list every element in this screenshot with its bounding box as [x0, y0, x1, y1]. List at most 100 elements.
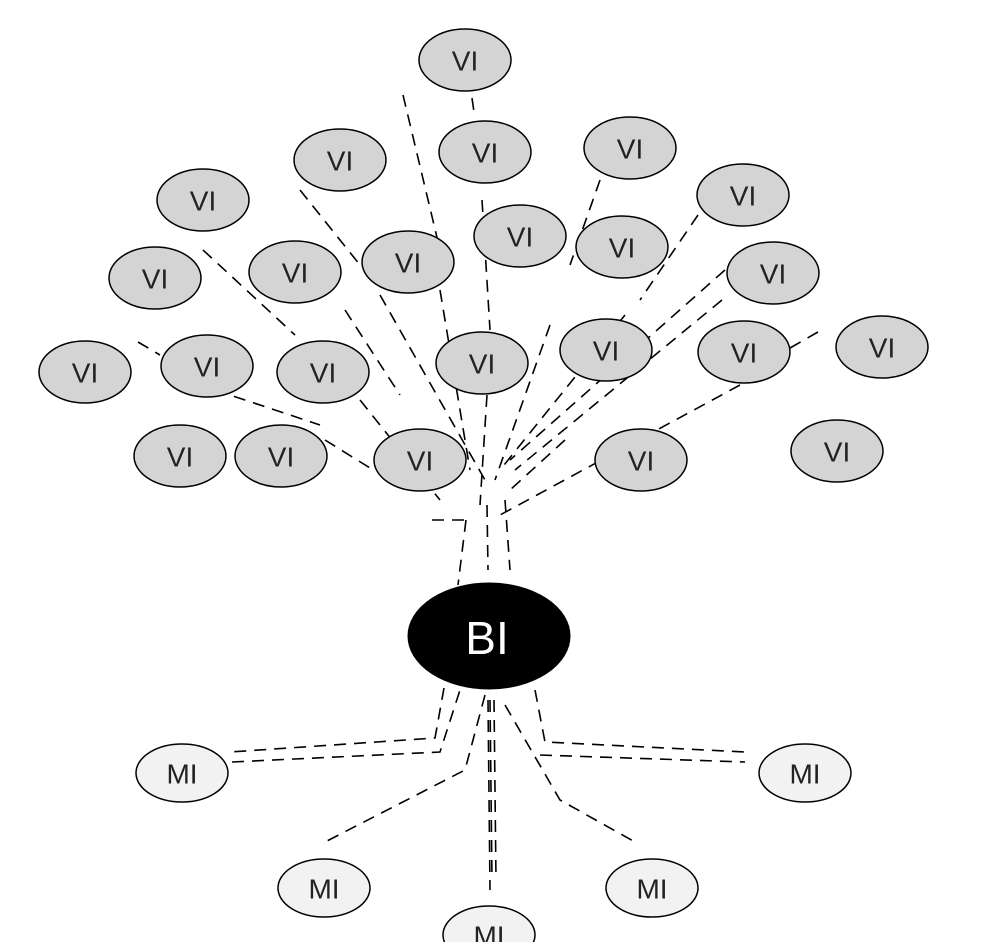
- dashed-connector: [229, 687, 445, 753]
- dashed-connector: [539, 754, 746, 763]
- vi-node: VI: [559, 318, 653, 382]
- vi-node-label: VI: [72, 358, 98, 389]
- dashed-connector: [231, 689, 461, 763]
- vi-node-label: VI: [593, 336, 619, 367]
- vi-node-shape: [133, 424, 227, 488]
- mi-nodes-layer: MI MI MI MI MI: [135, 743, 852, 942]
- vi-node-shape: [835, 315, 929, 379]
- vi-node: VI: [696, 163, 790, 227]
- vi-node: VI: [160, 334, 254, 398]
- mi-node: MI: [442, 905, 536, 942]
- vi-node-label: VI: [190, 186, 216, 217]
- vi-node: VI: [373, 428, 467, 492]
- vi-nodes-layer: VI VI VI VI VI VI VI VI VI VI VI VI VI VI VI VI VI VI VI VI…: [38, 28, 929, 492]
- vi-node-shape: [438, 120, 532, 184]
- vi-node: VI: [473, 204, 567, 268]
- mi-node: MI: [277, 858, 371, 918]
- vi-node: VI: [594, 428, 688, 492]
- dashed-connector: [499, 384, 741, 516]
- center-node-label: BI: [465, 612, 508, 664]
- vi-node-shape: [248, 240, 342, 304]
- vi-node-label: VI: [452, 46, 478, 77]
- vi-node-shape: [234, 424, 328, 488]
- vi-node: VI: [133, 424, 227, 488]
- dashed-connector: [486, 504, 489, 571]
- dashed-connector: [299, 189, 361, 266]
- vi-node-shape: [726, 241, 820, 305]
- vi-node-shape: [38, 340, 132, 404]
- dashed-connector: [457, 519, 467, 586]
- vi-node-shape: [473, 204, 567, 268]
- mi-node-label: MI: [473, 921, 504, 942]
- mi-node-shape: [442, 905, 536, 942]
- vi-node-label: VI: [194, 352, 220, 383]
- vi-node: VI: [156, 168, 250, 232]
- dashed-connector: [402, 94, 441, 251]
- vi-node-shape: [293, 128, 387, 192]
- vi-node: VI: [438, 120, 532, 184]
- vi-node-label: VI: [760, 259, 786, 290]
- vi-node-label: VI: [730, 181, 756, 212]
- vi-node-label: VI: [731, 338, 757, 369]
- center-node-shape: [407, 582, 571, 690]
- vi-node-shape: [790, 419, 884, 483]
- dashed-connector: [344, 309, 401, 396]
- mi-node: MI: [758, 743, 852, 803]
- vi-node-shape: [160, 334, 254, 398]
- mi-node-label: MI: [789, 759, 820, 790]
- dashed-connector: [493, 699, 497, 881]
- center-node: BI: [407, 582, 571, 690]
- mi-node: MI: [135, 743, 229, 803]
- mi-node: MI: [605, 858, 699, 918]
- vi-node-label: VI: [142, 264, 168, 295]
- dashed-connector: [509, 439, 566, 491]
- vi-node-label: VI: [609, 233, 635, 264]
- vi-node-label: VI: [869, 333, 895, 364]
- vi-node-shape: [697, 320, 791, 384]
- dashed-connector: [494, 324, 551, 481]
- vi-node-label: VI: [472, 138, 498, 169]
- vi-node: VI: [234, 424, 328, 488]
- vi-node-label: VI: [469, 349, 495, 380]
- vi-node: VI: [435, 331, 529, 395]
- mi-node-label: MI: [636, 874, 667, 905]
- vi-node-label: VI: [617, 134, 643, 165]
- mi-node-label: MI: [308, 874, 339, 905]
- dashed-connector: [137, 341, 161, 356]
- vi-node: VI: [108, 246, 202, 310]
- mi-node-shape: [605, 858, 699, 918]
- vi-node-shape: [696, 163, 790, 227]
- vi-node-label: VI: [407, 446, 433, 477]
- vi-node-shape: [373, 428, 467, 492]
- vi-node-label: VI: [824, 437, 850, 468]
- dashed-connector: [489, 699, 493, 881]
- dashed-connector: [499, 314, 626, 471]
- vi-node-label: VI: [310, 358, 336, 389]
- vi-node-label: VI: [268, 442, 294, 473]
- dashed-connector: [324, 439, 371, 469]
- mi-node-label: MI: [166, 759, 197, 790]
- vi-node-shape: [108, 246, 202, 310]
- vi-node: VI: [361, 230, 455, 294]
- dashed-connector: [504, 704, 636, 843]
- vi-node-shape: [418, 28, 512, 92]
- dashed-connector: [569, 179, 601, 266]
- dashed-connector: [379, 294, 486, 481]
- vi-node-shape: [594, 428, 688, 492]
- vi-node: VI: [276, 340, 370, 404]
- vi-node: VI: [418, 28, 512, 92]
- dashed-connector: [471, 97, 475, 113]
- mi-node-shape: [277, 858, 371, 918]
- vi-node: VI: [248, 240, 342, 304]
- vi-node: VI: [293, 128, 387, 192]
- vi-node-shape: [575, 215, 669, 279]
- vi-node-label: VI: [628, 446, 654, 477]
- dashed-connector: [789, 331, 819, 349]
- dashed-connector: [487, 699, 491, 891]
- vi-node-label: VI: [327, 146, 353, 177]
- vi-node: VI: [697, 320, 791, 384]
- vi-node-label: VI: [167, 442, 193, 473]
- vi-node-shape: [559, 318, 653, 382]
- vi-node-shape: [276, 340, 370, 404]
